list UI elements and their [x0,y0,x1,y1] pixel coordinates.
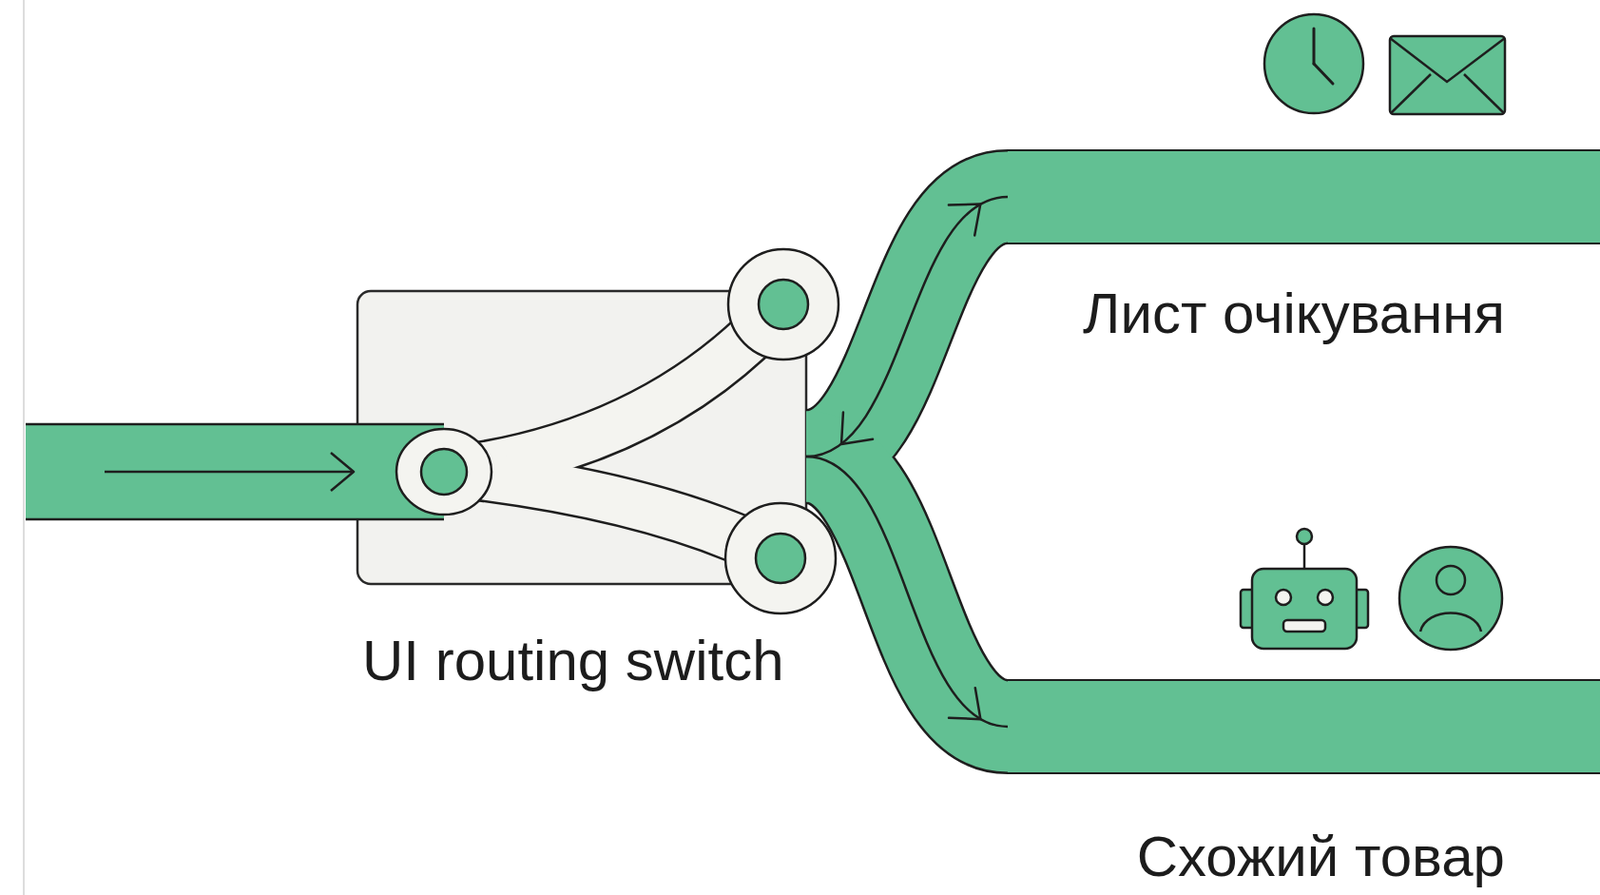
connector-lines [806,196,1008,727]
user-shoulders [1420,613,1482,633]
route-label: Схожий товар [1137,823,1505,889]
input-band [25,424,444,520]
clock-icon [1264,14,1364,114]
lever-blade-outline [443,304,784,472]
user-head [1436,565,1466,595]
clock-face [1264,14,1364,114]
envelope-body [1389,36,1505,115]
envelope-fold [1390,74,1431,114]
user-icon [1399,546,1503,650]
input-band-edge [25,423,444,426]
route-band-fill [806,456,1008,727]
route-band: Схожий товар [1007,678,1600,891]
input-arrow-head [330,452,354,491]
band-ground [1007,149,1600,245]
robot-mouth [1283,619,1326,632]
robot-eye [1317,589,1333,605]
arrow-head [948,204,981,236]
clock-hand [1312,28,1316,64]
connector-fills [806,196,1008,727]
switch-label: UI routing switch [362,627,785,694]
user-circle [1399,546,1503,650]
pivot-dot [421,448,467,495]
lever-contact [728,249,839,360]
robot-eye [1275,589,1292,605]
route-band: Лист очікування [1007,149,1600,348]
lever-blade [443,304,784,472]
route-band-outline [806,456,1008,727]
route-connector [806,196,1008,457]
clock-hand [1313,63,1333,84]
contact-dot [758,279,809,329]
input-arrow-line [104,470,354,474]
switch-node: UI routing switch [357,290,807,695]
lever-pivot [396,428,492,515]
band-ground [1007,678,1600,774]
envelope-flap [1389,38,1505,82]
robot-antenna-tip [1296,528,1312,544]
robot-icon [1240,528,1369,649]
input-band-edge [25,518,444,521]
envelope-icon [1389,36,1505,115]
lever-contact [725,502,836,614]
page-border [22,0,25,895]
route-connector [806,456,1008,727]
envelope-fold [1464,74,1504,114]
arrow-tail-head [841,412,873,444]
robot-head [1252,568,1357,649]
route-label: Лист очікування [1082,280,1505,347]
contact-dot [755,533,806,583]
arrow-head [948,687,981,719]
connector-outlines [806,196,1008,727]
